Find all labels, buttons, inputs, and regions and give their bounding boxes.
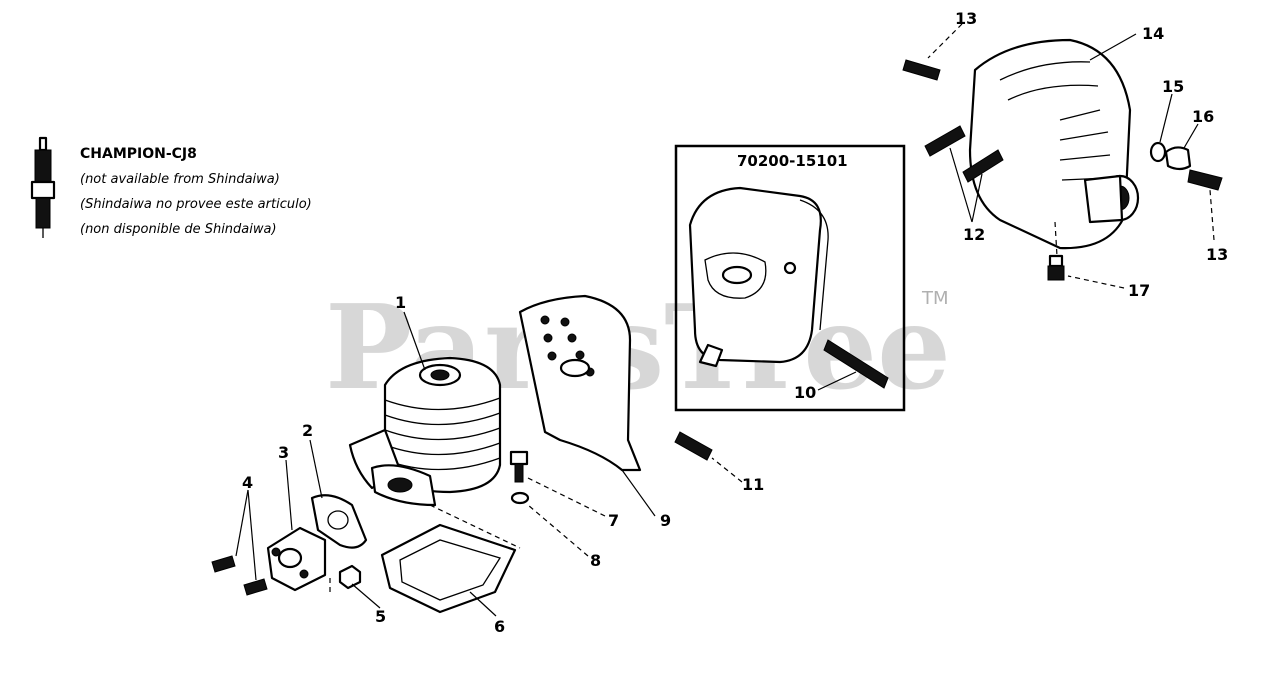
watermark-trademark: TM [921,288,949,309]
muffler-kit-box [674,144,906,412]
washer-15-drawing [1149,141,1167,163]
callout-17: 17 [1128,281,1150,300]
muffler-cover-drawing [968,38,1140,250]
washer-8-drawing [510,491,530,505]
spacer-16-drawing [1164,146,1192,171]
cylinder-drawing [348,356,502,507]
callout-16: 16 [1192,107,1214,126]
intake-block-drawing [266,526,327,592]
bolt-12a-drawing [924,125,966,157]
callout-5: 5 [375,607,386,626]
cylinder-gasket-drawing [380,523,517,614]
muffler-kit-part-number: 70200-15101 [737,152,848,170]
insulator-gasket-drawing [310,494,368,549]
callout-10: 10 [794,383,816,402]
callout-8: 8 [590,551,601,570]
screw-17-drawing [1047,254,1065,281]
leader-lines [235,23,1215,617]
callout-6: 6 [494,617,505,636]
bolt-4b-drawing [243,578,268,596]
spark-plug-note-es: (Shindaiwa no provee este articulo) [80,197,312,212]
screw-11-drawing [674,431,713,461]
spark-plug-drawing [30,136,56,238]
spark-plug-model: CHAMPION-CJ8 [80,146,197,162]
callout-9: 9 [660,511,671,530]
nut-drawing [338,564,362,590]
bolt-12b-drawing [962,149,1004,183]
bolt-13b-drawing [1187,169,1223,191]
muffler-drawing [688,186,889,389]
bolt-4a-drawing [211,555,236,573]
callout-2: 2 [302,421,313,440]
callout-4: 4 [242,473,253,492]
callout-1: 1 [395,293,406,312]
callout-12: 12 [963,225,985,244]
callout-7: 7 [608,511,619,530]
heat-shield-drawing [518,294,642,472]
callout-3: 3 [278,443,289,462]
bolt-7-drawing [509,450,529,483]
callout-13-top: 13 [955,9,977,28]
callout-13-right: 13 [1206,245,1228,264]
callout-15: 15 [1162,77,1184,96]
bolt-13a-drawing [902,59,941,81]
spark-plug-note-en: (not available from Shindaiwa) [80,172,280,187]
callout-14: 14 [1142,24,1164,43]
spark-plug-note-fr: (non disponible de Shindaiwa) [80,222,277,237]
callout-11: 11 [742,475,764,494]
